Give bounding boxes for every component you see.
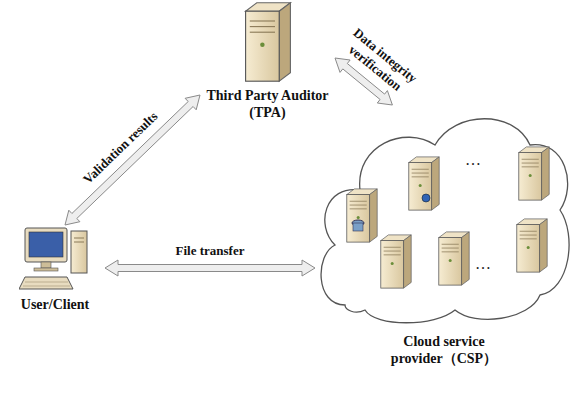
ellipsis-label: … [465,151,481,169]
double-arrow [105,260,315,276]
ellipsis-label: … [475,255,491,273]
auditor-server: Third Party Auditor (TPA) [200,0,335,121]
edge-label: File transfer [174,243,247,259]
node-label: Cloud service provider（CSP） [382,333,507,367]
server-icon [240,0,296,84]
node-label: User/Client [21,296,89,313]
computer-icon [19,225,91,293]
double-arrow [65,95,200,225]
cloud-provider: Cloud service provider（CSP） … … [315,105,573,367]
cloud-illustration [315,105,573,330]
node-label: Third Party Auditor (TPA) [200,87,335,121]
client-computer: User/Client [5,225,105,313]
